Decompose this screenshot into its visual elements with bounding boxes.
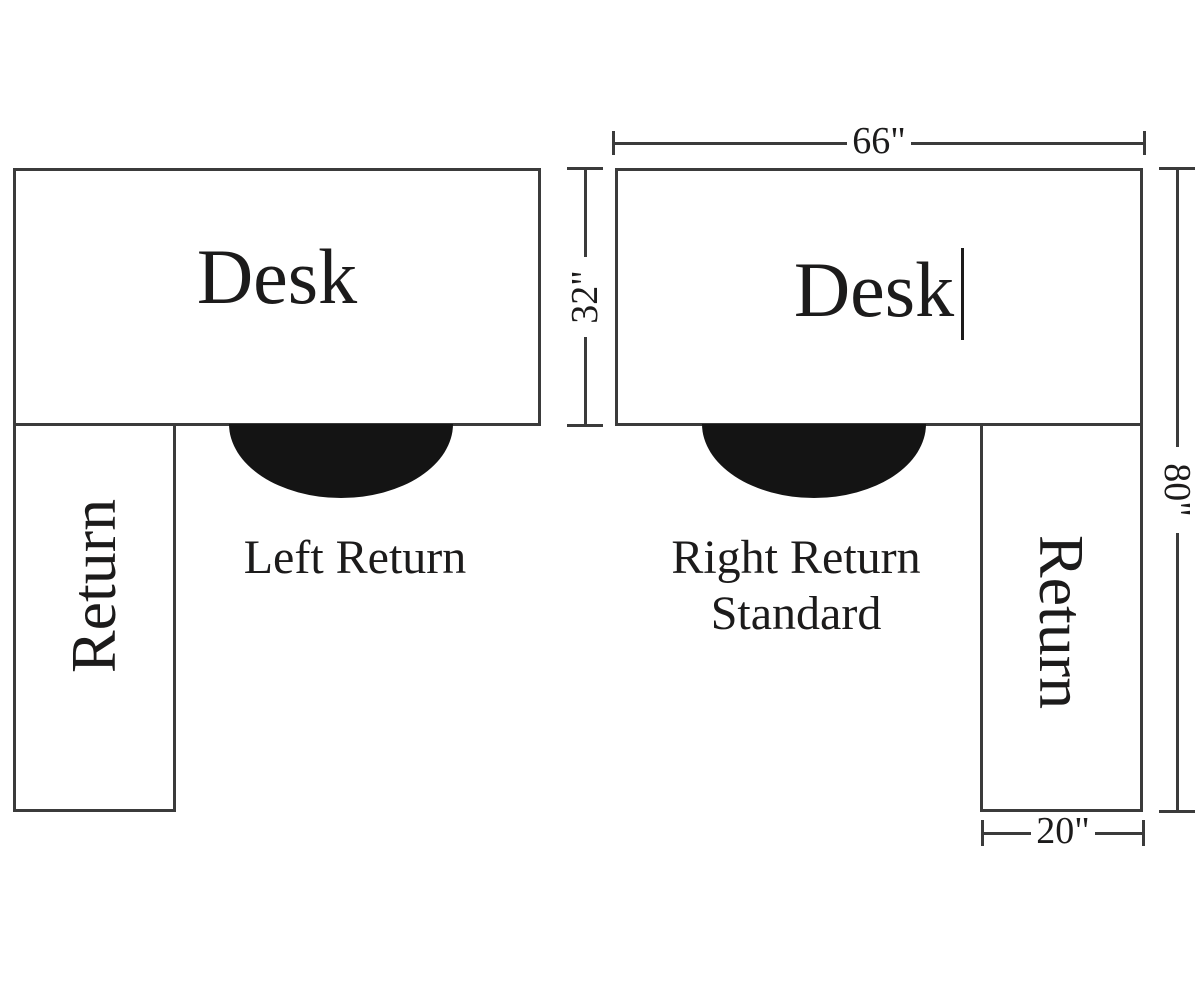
dimension-line-segment [1094, 831, 1143, 835]
dimension-label-desk-depth: 32" [564, 270, 607, 324]
dimension-desk-width: 66" [612, 122, 1147, 160]
right-desk-label-text: Desk [793, 246, 955, 333]
right-config-caption: Right Return Standard [596, 530, 996, 642]
left-return-label-text: Return [58, 498, 130, 673]
dimension-line-segment [583, 170, 587, 257]
dimension-end-tick [1143, 131, 1147, 155]
dimension-end-tick [1159, 810, 1195, 813]
left-chair-silhouette [229, 424, 453, 498]
right-return-label: Return [980, 423, 1143, 812]
right-desk-label: Desk [615, 168, 1143, 426]
left-config-caption: Left Return [243, 531, 467, 584]
text-cursor [961, 248, 965, 340]
dimension-overall-depth: 80" [1156, 167, 1198, 813]
dimension-line-segment [1175, 170, 1179, 447]
dimension-end-tick [981, 820, 984, 846]
right-config-caption-line1: Right Return [671, 531, 921, 584]
dimension-label-wrap: 80" [1150, 447, 1200, 533]
right-config-caption-line2: Standard [710, 587, 882, 640]
dimension-desk-depth: 32" [564, 167, 606, 427]
dimension-line-segment [1175, 533, 1179, 810]
right-return-label-text: Return [1026, 534, 1098, 709]
left-desk-label-text: Desk [196, 233, 358, 320]
dimension-line-segment [583, 337, 587, 424]
dimension-return-width: 20" [981, 812, 1146, 850]
dimension-line-segment [910, 141, 1144, 145]
dimension-end-tick [612, 131, 615, 155]
dimension-end-tick [567, 167, 603, 170]
dimension-label-return-width: 20" [1036, 810, 1090, 852]
dimension-label-desk-width: 66" [852, 120, 906, 162]
left-return-label: Return [13, 423, 176, 812]
left-desk-label: Desk [13, 168, 541, 426]
right-chair-silhouette [702, 424, 926, 498]
dimension-end-tick [1159, 167, 1195, 170]
left-return-outline [13, 423, 176, 812]
dimension-end-tick [1142, 820, 1146, 846]
dimension-line-segment [984, 831, 1032, 835]
dimension-label-overall-depth: 80" [1156, 463, 1199, 517]
dimension-line-segment [615, 141, 848, 145]
dimension-label-wrap: 32" [558, 257, 612, 337]
dimension-end-tick [567, 424, 603, 427]
right-return-outline [980, 423, 1143, 812]
